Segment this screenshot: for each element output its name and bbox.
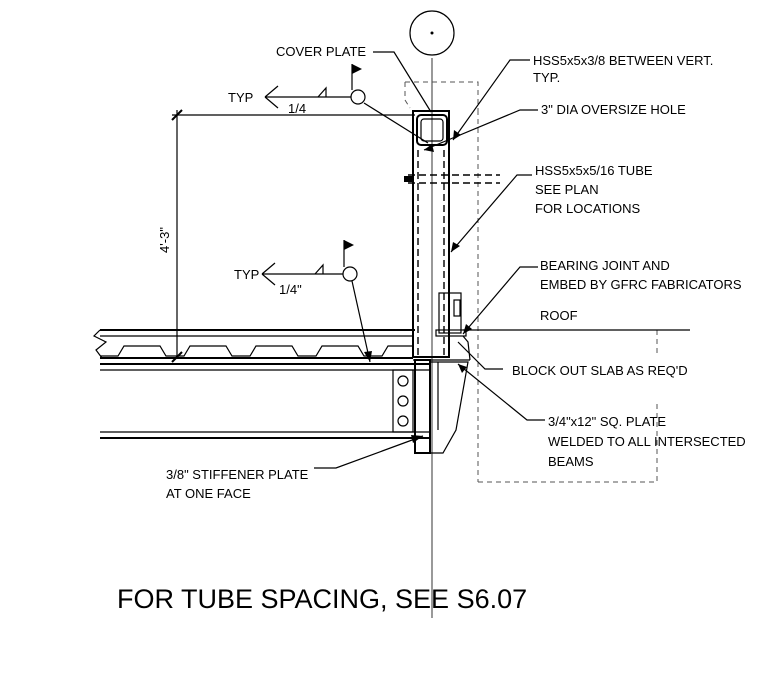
grid-line: [409, 10, 455, 618]
roof-slab: [92, 329, 690, 361]
label-see-plan: SEE PLAN: [535, 182, 599, 197]
leader-lines: [314, 51, 545, 469]
steel-beam: [100, 363, 430, 439]
label-roof: ROOF: [540, 308, 578, 323]
weld-symbol-top: TYP 1/4: [228, 64, 429, 144]
bolt-icon: [397, 395, 409, 407]
weld-top-size: 1/4: [288, 101, 306, 116]
bolt-icon: [397, 375, 409, 387]
footer-note: FOR TUBE SPACING, SEE S6.07: [117, 584, 527, 614]
label-hss-between-vert-typ: TYP.: [533, 70, 560, 85]
label-oversize-hole: 3" DIA OVERSIZE HOLE: [541, 102, 686, 117]
label-block-out: BLOCK OUT SLAB AS REQ'D: [512, 363, 688, 378]
label-cover-plate: COVER PLATE: [276, 44, 366, 59]
label-stiffener-plate: 3/8" STIFFENER PLATE: [166, 467, 309, 482]
hss-horizontal-tube-hidden: [404, 174, 500, 184]
label-bearing-joint: BEARING JOINT AND: [540, 258, 670, 273]
label-hss-tube: HSS5x5x5/16 TUBE: [535, 163, 653, 178]
weld-middle-size: 1/4": [279, 282, 302, 297]
weld-symbol-middle: TYP 1/4": [234, 240, 372, 363]
dimension-4-3: 4'-3": [157, 109, 415, 363]
dimension-text: 4'-3": [157, 227, 172, 253]
label-welded-to-all: WELDED TO ALL INTERSECTED: [548, 434, 746, 449]
label-embed-gfrc: EMBED BY GFRC FABRICATORS: [540, 277, 742, 292]
label-for-locations: FOR LOCATIONS: [535, 201, 641, 216]
shear-tab: [392, 369, 414, 433]
grid-bubble: [409, 10, 455, 56]
bolt-icon: [404, 176, 412, 182]
bolt-icon: [397, 415, 409, 427]
label-at-one-face: AT ONE FACE: [166, 486, 251, 501]
label-beams: BEAMS: [548, 454, 594, 469]
weld-middle-typ: TYP: [234, 267, 259, 282]
label-hss-between-vert: HSS5x5x3/8 BETWEEN VERT.: [533, 53, 713, 68]
bearing-joint-embed: [435, 292, 467, 337]
label-sq-plate: 3/4"x12" SQ. PLATE: [548, 414, 666, 429]
weld-top-typ: TYP: [228, 90, 253, 105]
sq-plate-stiffener: [414, 359, 469, 454]
